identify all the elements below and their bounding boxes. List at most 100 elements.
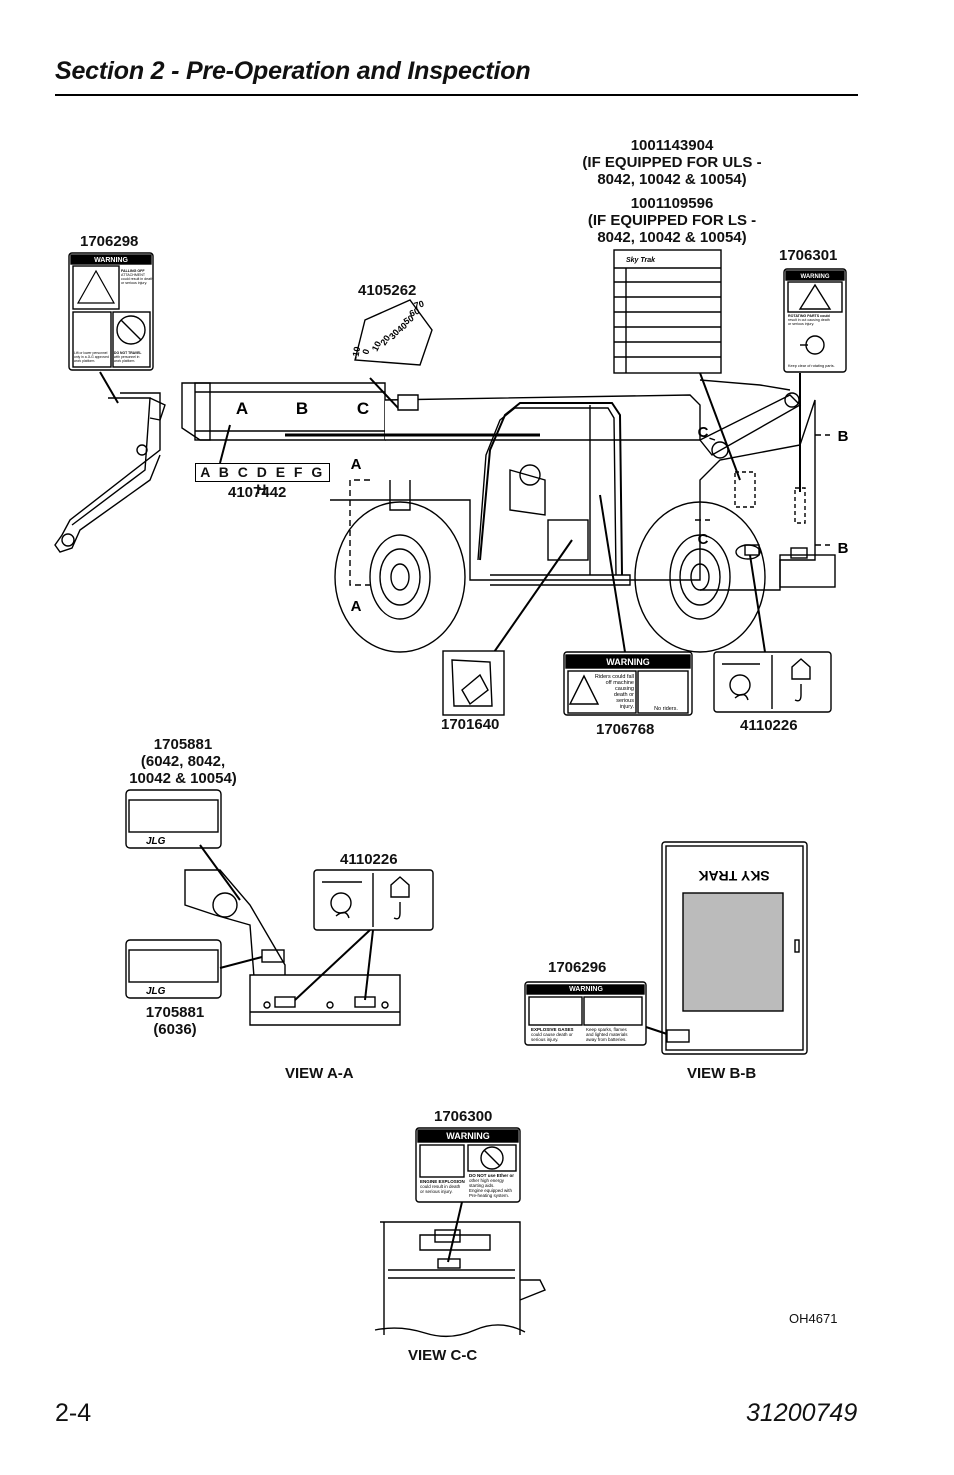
part-models: (6042, 8042, bbox=[140, 753, 226, 770]
decal-1706298-left-2: only in a JLG approved bbox=[74, 355, 109, 359]
angle-indicator bbox=[354, 299, 433, 366]
callout-1701640: 1701640 bbox=[441, 716, 500, 733]
callout-1705881-b: 1705881 (6036) bbox=[140, 1004, 210, 1038]
jlg-logo-a: JLG bbox=[146, 836, 166, 847]
angle-tick-7: 60 bbox=[408, 306, 421, 319]
decal-1706300-right-5: Pre-heating system. bbox=[469, 1193, 509, 1198]
decal-1705881-a-border bbox=[125, 789, 222, 849]
decal-1706296-warning: WARNING bbox=[569, 986, 603, 993]
callout-1706768: 1706768 bbox=[596, 721, 655, 738]
section-b-marker bbox=[815, 434, 830, 546]
callout-1001143904: 1001143904 (IF EQUIPPED FOR ULS - 8042, … bbox=[572, 137, 772, 188]
decal-1706300-right-1: DO NOT use Ether or bbox=[469, 1173, 514, 1178]
figure-code: OH4671 bbox=[789, 1311, 838, 1326]
part-number: 1705881 bbox=[153, 736, 213, 753]
view-aa-label: VIEW A-A bbox=[285, 1065, 354, 1082]
callout-1001109596: 1001109596 (IF EQUIPPED FOR LS - 8042, 1… bbox=[572, 195, 772, 246]
decal-1706296-left-1: EXPLOSIVE GASES bbox=[531, 1027, 574, 1032]
boom-mark-b: B bbox=[296, 399, 308, 418]
decal-1706298-warning: WARNING bbox=[94, 257, 128, 264]
decal-1706298-left-1: Lift or lower personnel bbox=[74, 351, 108, 355]
decal-1705881-b-border bbox=[125, 939, 222, 999]
part-models: 8042, 10042 & 10054) bbox=[597, 229, 747, 246]
angle-tick-8: 70 bbox=[413, 299, 425, 311]
section-mark-c-bottom: C bbox=[698, 531, 709, 548]
view-cc-label: VIEW C-C bbox=[408, 1347, 478, 1364]
callout-4110226-view: 4110226 bbox=[340, 851, 398, 868]
decal-1706300-right-3: starting aids. bbox=[469, 1183, 495, 1188]
document-number: 31200749 bbox=[746, 1399, 858, 1427]
decal-1706298-left-3: work platform. bbox=[74, 359, 95, 363]
cab-frame bbox=[479, 402, 623, 576]
decal-1706300-left-1: ENGINE EXPLOSION bbox=[420, 1179, 465, 1184]
decal-1706296-border bbox=[524, 981, 647, 1046]
angle-tick-0: -10 bbox=[350, 346, 362, 361]
header-rule bbox=[55, 94, 858, 96]
decal-1706300-warning: WARNING bbox=[446, 1131, 490, 1141]
decal-1706301-keep: Keep clear of rotating parts. bbox=[788, 364, 835, 368]
angle-tick-6: 50 bbox=[402, 313, 416, 327]
section-mark-c-top: C bbox=[698, 424, 709, 441]
part-models-2: 10042 & 10054) bbox=[129, 770, 237, 787]
angle-tick-5: 40 bbox=[395, 320, 409, 334]
section-a-marker bbox=[349, 479, 370, 586]
fork-carriage bbox=[54, 392, 161, 553]
decal-1706768-no-riders: No riders. bbox=[654, 706, 678, 712]
rear-wheel bbox=[634, 501, 766, 653]
part-models: 8042, 10042 & 10054) bbox=[597, 171, 747, 188]
view-aa-drawing bbox=[125, 789, 434, 1026]
section-c-marker bbox=[695, 434, 716, 521]
decal-1706301-msg-1: ROTATING PARTS could bbox=[788, 314, 830, 318]
part-number: 1001143904 bbox=[630, 137, 714, 154]
section-mark-a-bottom: A bbox=[351, 598, 362, 615]
decal-1706296-right-1: Keep sparks, flames bbox=[586, 1027, 628, 1032]
part-note: (IF EQUIPPED FOR LS - bbox=[587, 212, 757, 229]
decal-1706768-msg-1: Riders could fall bbox=[595, 674, 634, 680]
decal-1706298-msg-4: or serious injury. bbox=[121, 281, 147, 285]
callout-1705881-a: 1705881 (6042, 8042, 10042 & 10054) bbox=[108, 736, 258, 787]
section-mark-b-top: B bbox=[838, 428, 849, 445]
decal-1706298-right-3: work platform. bbox=[114, 359, 135, 363]
angle-tick-1: 0 bbox=[360, 348, 371, 356]
front-wheel bbox=[334, 501, 466, 653]
part-number: 1001109596 bbox=[630, 195, 714, 212]
section-mark-a-top: A bbox=[351, 456, 362, 473]
chart-decal-brand: Sky Trak bbox=[626, 257, 656, 264]
decal-1706296-right-2: and lighted materials bbox=[586, 1032, 628, 1037]
callout-1706296: 1706296 bbox=[548, 959, 607, 976]
boom-mark-c: C bbox=[357, 399, 369, 418]
part-note: (IF EQUIPPED FOR ULS - bbox=[582, 154, 762, 171]
callout-4107442: 4107442 bbox=[228, 484, 287, 501]
view-bb-label: VIEW B-B bbox=[687, 1065, 757, 1082]
boom-letter-decal: A B C D E F G H bbox=[195, 463, 330, 497]
decal-1706298-msg-3: could result in death bbox=[121, 277, 153, 281]
decal-1706300-left-2: could result in death bbox=[420, 1184, 461, 1189]
callout-1706301: 1706301 bbox=[779, 247, 838, 264]
decal-1706768-msg-6: injury. bbox=[620, 704, 635, 710]
callout-4110226-top: 4110226 bbox=[740, 717, 798, 734]
decal-1706768-msg-3: causing bbox=[615, 686, 634, 692]
angle-tick-2: 10 bbox=[370, 339, 383, 352]
part-models: (6036) bbox=[153, 1021, 197, 1038]
view-bb-drawing bbox=[524, 841, 808, 1055]
decal-1706300-right-2: other high energy bbox=[469, 1178, 505, 1183]
boom-mark-a: A bbox=[236, 399, 248, 418]
decal-1706301-border bbox=[783, 268, 847, 373]
decal-1706768-msg-2: off machine bbox=[606, 680, 634, 686]
jlg-logo-b: JLG bbox=[146, 986, 166, 997]
decal-1706298-msg-1: FALLING OFF bbox=[121, 269, 145, 273]
part-number: 1705881 bbox=[145, 1004, 205, 1021]
decal-1706768-warning: WARNING bbox=[606, 657, 650, 667]
boom-outline bbox=[181, 382, 386, 441]
grille-lettering: SKY TRAK bbox=[698, 868, 769, 884]
decal-1706301-msg-2: result in cut causing death bbox=[788, 318, 830, 322]
decal-1706296-left-3: serious injury. bbox=[531, 1037, 558, 1042]
callout-4105262: 4105262 bbox=[358, 282, 417, 299]
decal-1706301-msg-3: or serious injury. bbox=[788, 322, 814, 326]
section-mark-b-bottom: B bbox=[838, 540, 849, 557]
angle-scale: -10 0 10 20 30 40 50 60 70 bbox=[350, 299, 425, 361]
section-title: Section 2 - Pre-Operation and Inspection bbox=[55, 57, 531, 85]
decal-1706298-right-2: with personnel in bbox=[114, 355, 140, 359]
angle-tick-4: 30 bbox=[387, 327, 401, 341]
